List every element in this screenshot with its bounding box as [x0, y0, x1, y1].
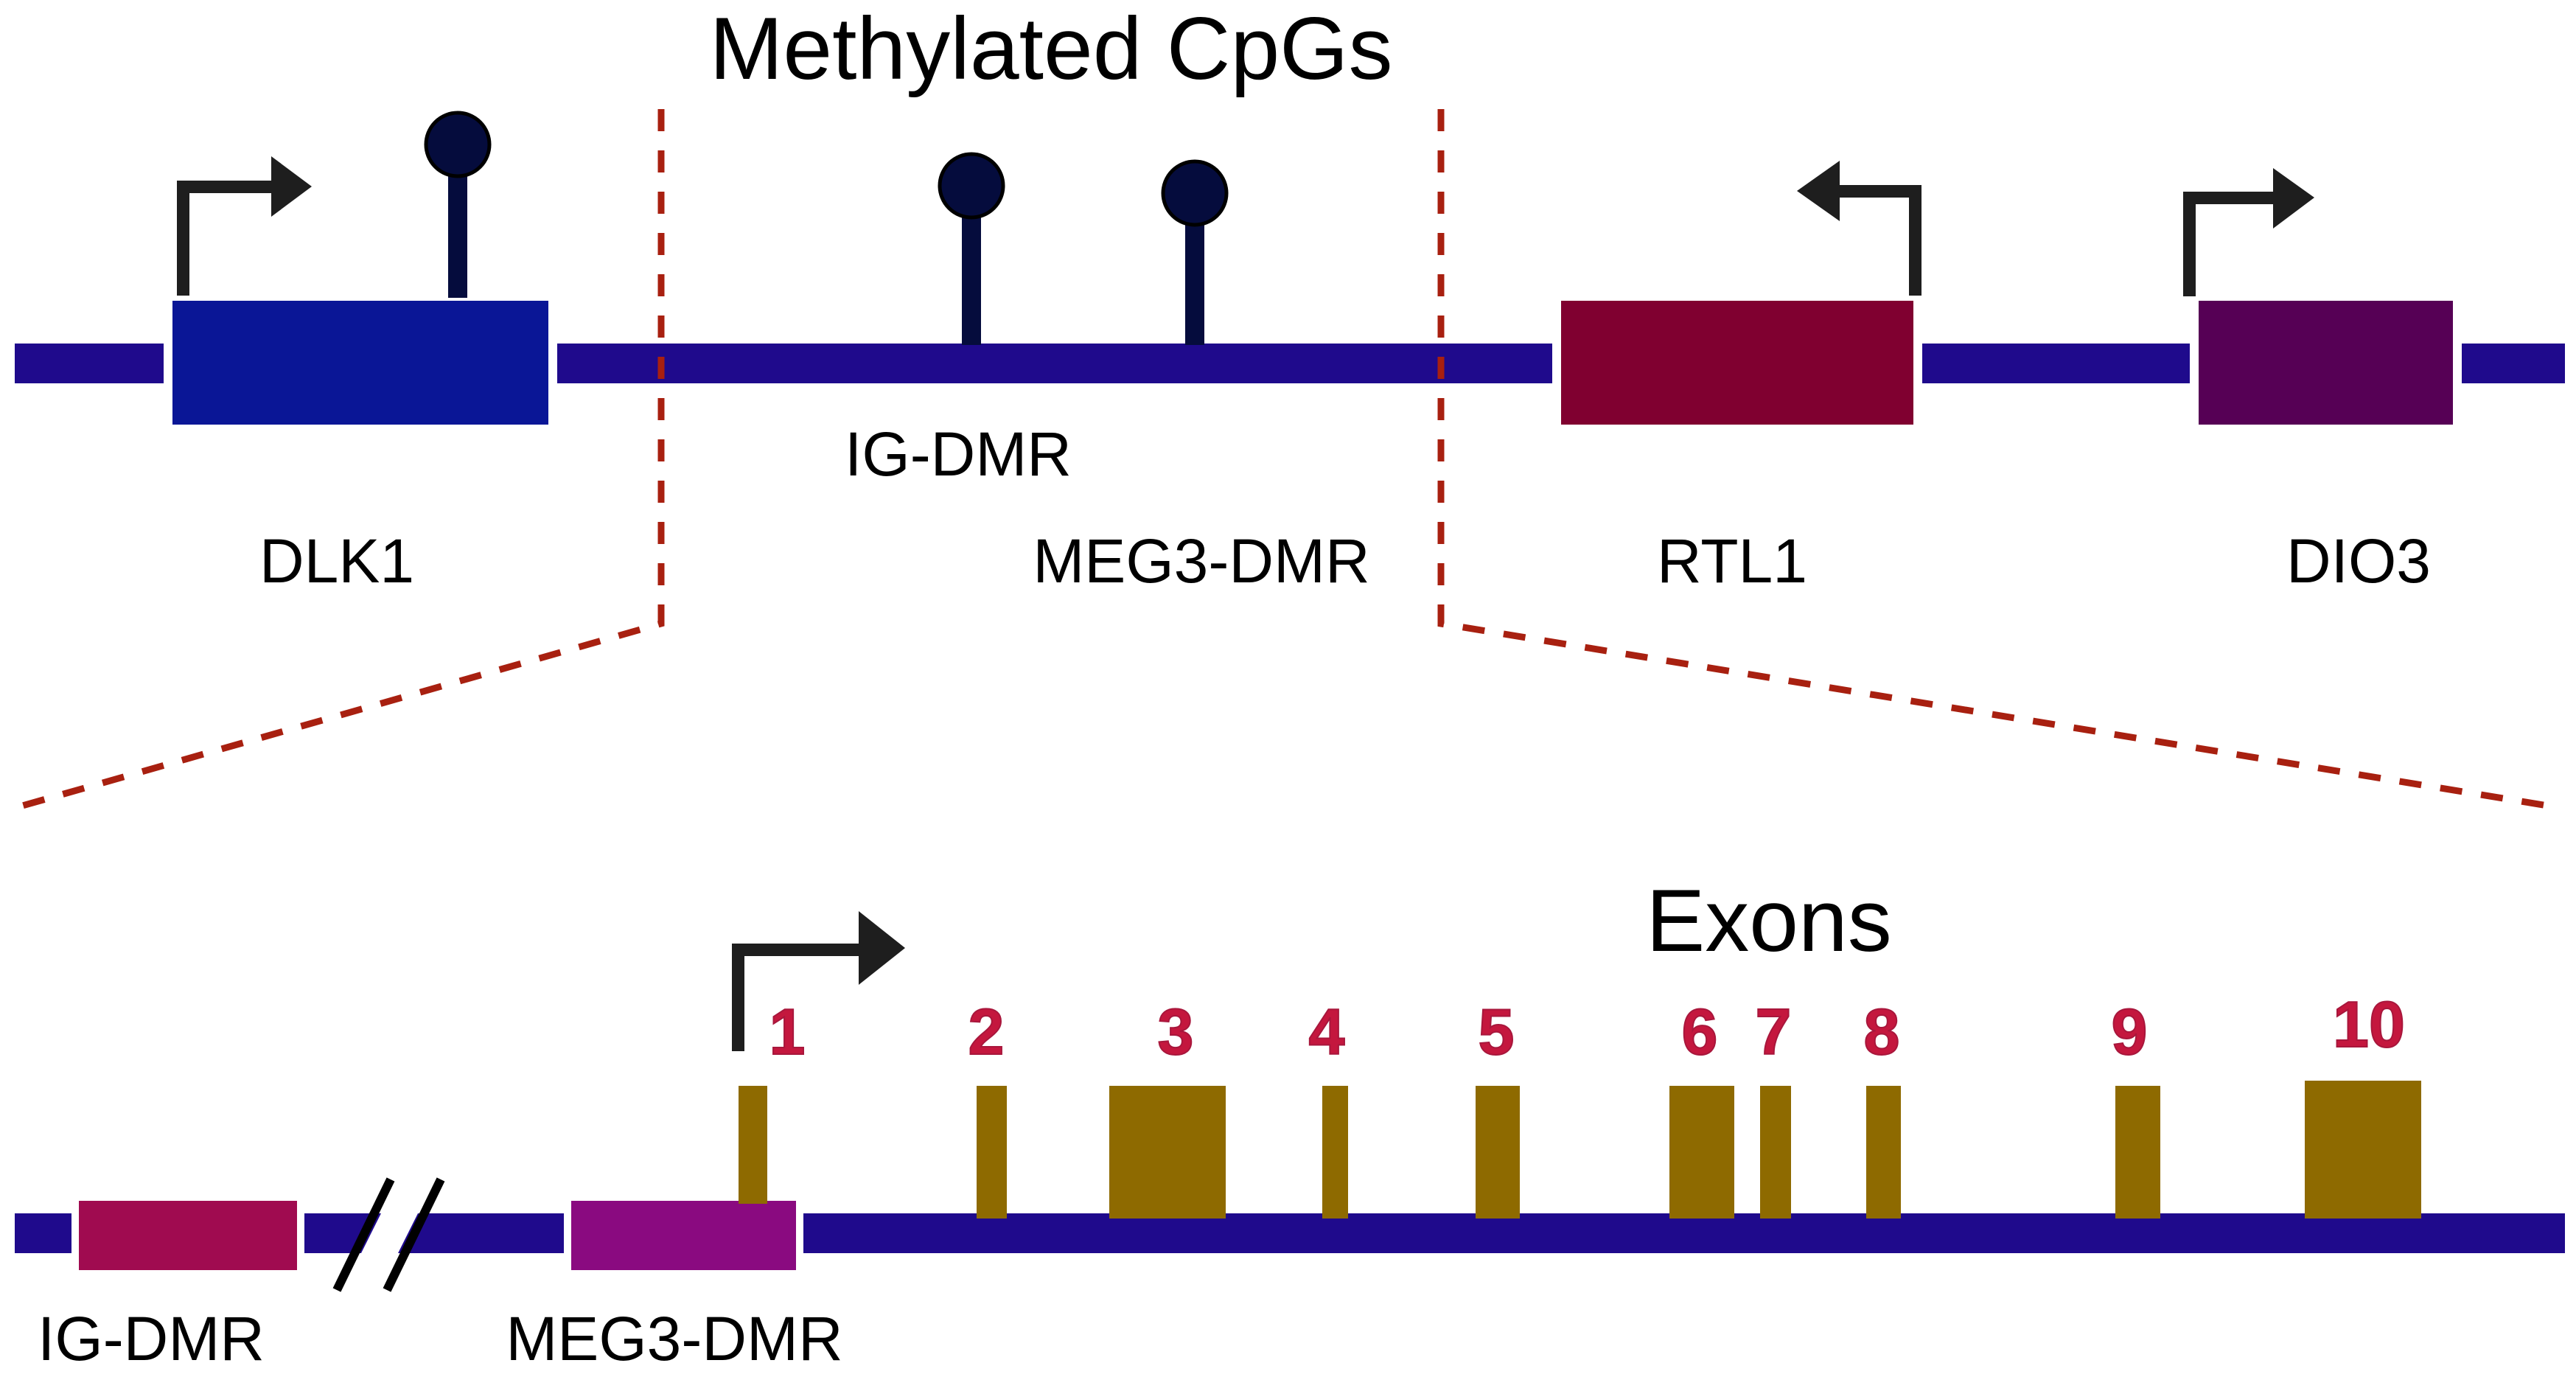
rtl1-label: RTL1 — [1657, 526, 1807, 596]
ig-dmr-label-top: IG-DMR — [845, 419, 1072, 489]
locus-overview: Methylated CpGs — [15, 0, 2565, 596]
dio3-transcription-arrow — [2183, 168, 2314, 296]
exon-box-4 — [1322, 1086, 1348, 1219]
cpg-lollipop-ig-dmr-2 — [1161, 159, 1229, 345]
rtl1-transcription-arrow — [1797, 161, 1921, 296]
dlk1-gene-box — [164, 292, 557, 433]
ig-dmr-label-bottom: IG-DMR — [38, 1304, 265, 1373]
exon-number-1: 1 — [769, 995, 806, 1068]
zoom-line-right — [1437, 109, 2562, 812]
exon-number-6: 6 — [1682, 995, 1718, 1068]
exon-box-5 — [1476, 1086, 1520, 1219]
meg3-transcription-arrow — [732, 911, 905, 1051]
exon-number-3: 3 — [1158, 995, 1194, 1068]
dlk1-label: DLK1 — [259, 526, 414, 596]
exon-number-4: 4 — [1309, 995, 1345, 1068]
meg3-dmr-label-bottom: MEG3-DMR — [506, 1304, 842, 1373]
exon-box-3 — [1109, 1086, 1226, 1219]
exon-box-9 — [2115, 1086, 2160, 1219]
rtl1-gene-box — [1552, 292, 1922, 433]
dio3-gene-box — [2190, 292, 2462, 433]
ig-dmr-box — [71, 1193, 304, 1277]
zoom-line-left — [13, 109, 665, 812]
exon-number-9: 9 — [2112, 995, 2148, 1068]
meg3-dmr-box — [564, 1193, 803, 1277]
exons-title: Exons — [1646, 871, 1892, 970]
dio3-label: DIO3 — [2286, 526, 2431, 596]
exon-number-5: 5 — [1479, 995, 1515, 1068]
cpg-lollipop-ig-dmr-1 — [938, 152, 1005, 345]
meg3-gene-structure: Exons 1 2 3 4 5 — [15, 871, 2565, 1373]
exon-box-7 — [1760, 1086, 1791, 1219]
dlk1-transcription-arrow — [177, 156, 312, 296]
methylated-cpgs-title: Methylated CpGs — [709, 0, 1392, 98]
chromosome-line-bottom — [15, 1213, 2565, 1253]
exon-box-8 — [1866, 1086, 1901, 1219]
zoom-region-lines — [13, 109, 2562, 812]
cpg-lollipop-dlk1 — [424, 111, 492, 298]
axis-break-mark — [332, 1177, 445, 1292]
exon-number-8: 8 — [1864, 995, 1900, 1068]
exon-number-10: 10 — [2333, 988, 2405, 1061]
exon-box-1 — [739, 1086, 767, 1204]
exon-number-7: 7 — [1756, 995, 1792, 1068]
meg3-dmr-label-top: MEG3-DMR — [1033, 526, 1369, 596]
exon-box-10 — [2305, 1081, 2421, 1219]
exon-box-2 — [977, 1086, 1007, 1219]
exon-box-6 — [1669, 1086, 1734, 1219]
exon-number-2: 2 — [968, 995, 1005, 1068]
